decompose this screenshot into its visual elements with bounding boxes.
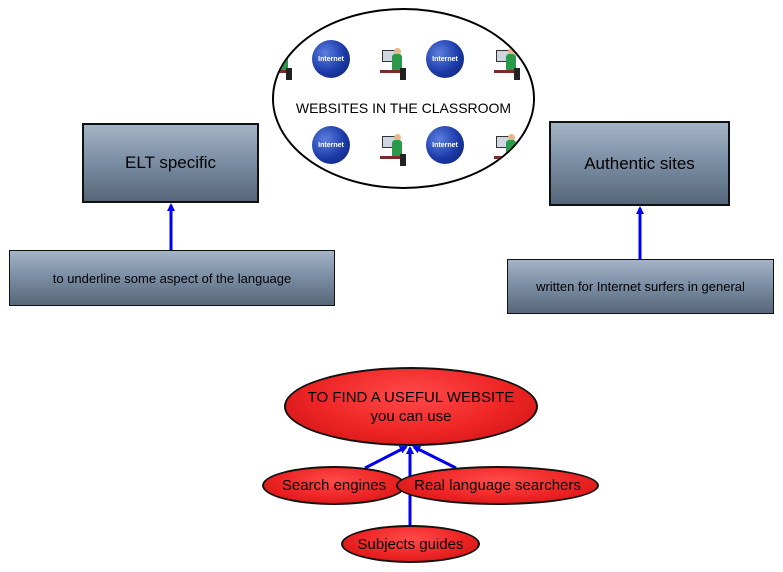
arrow-search-to-find <box>364 445 408 470</box>
elt-detail-label: to underline some aspect of the language <box>52 270 292 286</box>
find-website-line1: TO FIND A USEFUL WEBSITE <box>307 388 515 406</box>
authentic-detail-node[interactable]: written for Internet surfers in general <box>507 259 774 314</box>
search-engines-node[interactable]: Search engines <box>262 466 406 505</box>
globe-icon: Internet <box>312 40 350 78</box>
elt-specific-label: ELT specific <box>124 153 217 172</box>
search-engines-label: Search engines <box>281 477 387 494</box>
real-language-searchers-node[interactable]: Real language searchers <box>396 466 599 505</box>
globe-icon: Internet <box>312 126 350 164</box>
subjects-guides-node[interactable]: Subjects guides <box>341 525 480 563</box>
computer-user-icon <box>380 48 410 82</box>
computer-user-icon <box>494 134 524 168</box>
real-language-searchers-label: Real language searchers <box>414 477 581 494</box>
globe-icon: Internet <box>426 126 464 164</box>
arrow-real-to-find <box>412 445 457 470</box>
elt-detail-node[interactable]: to underline some aspect of the language <box>9 250 335 306</box>
authentic-detail-label: written for Internet surfers in general <box>536 279 745 294</box>
elt-specific-node[interactable]: ELT specific <box>82 123 259 203</box>
computer-user-icon <box>494 48 524 82</box>
find-website-line2: you can use <box>370 407 452 425</box>
authentic-sites-node[interactable]: Authentic sites <box>549 121 730 206</box>
computer-user-icon <box>274 134 296 168</box>
computer-user-icon <box>380 134 410 168</box>
authentic-sites-label: Authentic sites <box>584 153 695 173</box>
subjects-guides-label: Subjects guides <box>357 535 464 553</box>
globe-icon: Internet <box>426 40 464 78</box>
title-label: WEBSITES IN THE CLASSROOM <box>274 100 533 116</box>
computer-user-icon <box>274 48 296 82</box>
find-website-node[interactable]: TO FIND A USEFUL WEBSITE you can use <box>284 367 538 446</box>
